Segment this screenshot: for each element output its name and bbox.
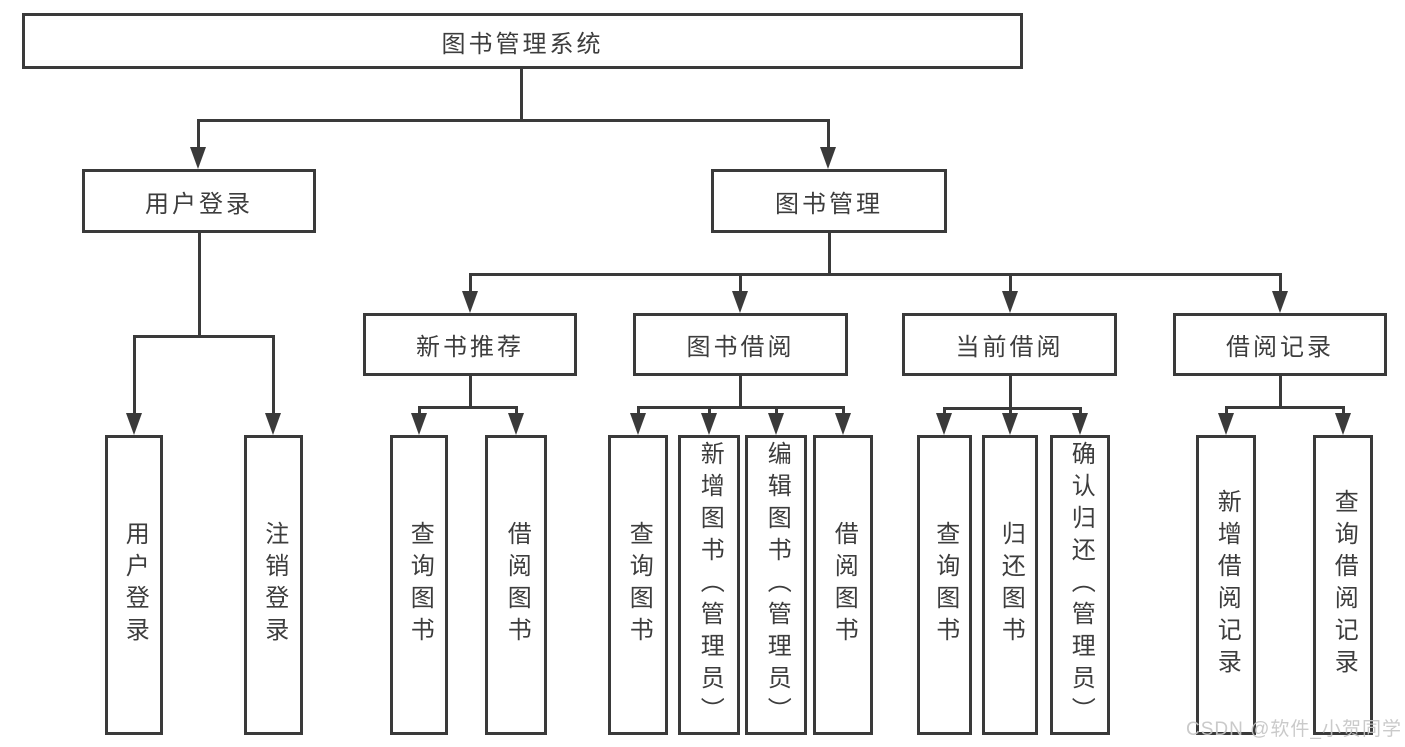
node-label: 图书借阅 <box>686 334 795 361</box>
arrow-shaft <box>469 273 472 291</box>
leaf-borrow-edit-books-admin: 编辑图书（管理员） <box>745 435 807 735</box>
arrowhead-icon <box>1218 413 1234 435</box>
arrow-shaft <box>418 406 421 415</box>
leaf-logout: 注销登录 <box>244 435 303 735</box>
connector-stem <box>469 376 472 409</box>
arrowhead-icon <box>1002 291 1018 313</box>
node-label: 图书管理 <box>775 190 883 218</box>
arrow-shaft <box>197 119 200 147</box>
node-new-book-recommendation: 新书推荐 <box>363 313 577 376</box>
connector-rail <box>943 407 1082 410</box>
connector-stem <box>828 233 831 276</box>
arrow-shaft <box>1342 406 1345 415</box>
node-label: 查询图书 <box>931 521 959 649</box>
leaf-records-query-borrow-record: 查询借阅记录 <box>1313 435 1373 735</box>
arrow-shaft <box>827 119 830 147</box>
arrowhead-icon <box>732 291 748 313</box>
arrowhead-icon <box>126 413 142 435</box>
node-current-borrowing: 当前借阅 <box>902 313 1117 376</box>
leaf-current-query-books: 查询图书 <box>917 435 972 735</box>
arrowhead-icon <box>1002 413 1018 435</box>
arrow-shaft <box>272 335 275 413</box>
arrow-shaft <box>1009 407 1012 415</box>
leaf-current-return-books: 归还图书 <box>982 435 1038 735</box>
leaf-records-add-borrow-record: 新增借阅记录 <box>1196 435 1256 735</box>
leaf-borrow-add-books-admin: 新增图书（管理员） <box>678 435 740 735</box>
connector-rail <box>469 273 1282 276</box>
arrowhead-icon <box>1335 413 1351 435</box>
arrow-shaft <box>515 406 518 415</box>
watermark: CSDN @软件_小贺同学 <box>1186 719 1402 740</box>
leaf-user-login: 用户登录 <box>105 435 163 735</box>
arrowhead-icon <box>265 413 281 435</box>
leaf-current-confirm-return-admin: 确认归还（管理员） <box>1050 435 1110 735</box>
node-label: 新书推荐 <box>416 334 524 361</box>
arrow-shaft <box>943 407 946 415</box>
node-user-login: 用户登录 <box>82 169 316 233</box>
arrowhead-icon <box>835 413 851 435</box>
arrow-shaft <box>1009 273 1012 291</box>
leaf-recommend-query-books: 查询图书 <box>390 435 448 735</box>
arrowhead-icon <box>820 147 836 169</box>
node-label: 归还图书 <box>997 521 1025 649</box>
node-label: 编辑图书（管理员） <box>763 441 791 729</box>
arrow-shaft <box>1225 406 1228 415</box>
node-book-borrowing: 图书借阅 <box>633 313 848 376</box>
arrowhead-icon <box>630 413 646 435</box>
arrowhead-icon <box>411 413 427 435</box>
node-label: 新增借阅记录 <box>1213 489 1241 681</box>
node-label: 注销登录 <box>260 521 288 649</box>
arrowhead-icon <box>190 147 206 169</box>
arrowhead-icon <box>508 413 524 435</box>
connector-rail <box>1225 406 1345 409</box>
connector-stem <box>739 376 742 409</box>
leaf-borrow-borrow-books: 借阅图书 <box>813 435 873 735</box>
arrow-shaft <box>637 406 640 415</box>
arrowhead-icon <box>1272 291 1288 313</box>
arrow-shaft <box>842 406 845 415</box>
arrowhead-icon <box>1072 413 1088 435</box>
node-label: 查询图书 <box>625 521 653 649</box>
arrow-shaft <box>133 335 136 413</box>
arrow-shaft <box>1079 407 1082 415</box>
node-book-management: 图书管理 <box>711 169 947 233</box>
connector-rail <box>637 406 845 409</box>
node-label: 当前借阅 <box>955 334 1064 361</box>
node-label: 用户登录 <box>121 521 149 649</box>
arrow-shaft <box>775 406 778 415</box>
connector-stem <box>198 233 201 338</box>
connector-stem <box>1009 376 1012 410</box>
connector-rail <box>133 335 275 338</box>
connector-stem <box>520 69 523 119</box>
node-root-book-management-system: 图书管理系统 <box>22 13 1023 69</box>
node-label: 借阅图书 <box>830 521 858 649</box>
node-borrowing-records: 借阅记录 <box>1173 313 1387 376</box>
node-label: 确认归还（管理员） <box>1067 441 1095 729</box>
node-label: 借阅记录 <box>1226 334 1334 361</box>
arrow-shaft <box>708 406 711 415</box>
arrowhead-icon <box>701 413 717 435</box>
node-label: 用户登录 <box>145 190 253 218</box>
arrowhead-icon <box>462 291 478 313</box>
leaf-recommend-borrow-books: 借阅图书 <box>485 435 547 735</box>
node-label: 图书管理系统 <box>441 30 604 58</box>
arrowhead-icon <box>936 413 952 435</box>
node-label: 查询借阅记录 <box>1330 489 1358 681</box>
arrow-shaft <box>1279 273 1282 291</box>
node-label: 新增图书（管理员） <box>696 441 724 729</box>
connector-stem <box>1279 376 1282 409</box>
arrowhead-icon <box>768 413 784 435</box>
node-label: 借阅图书 <box>503 521 531 649</box>
connector-rail <box>197 119 830 122</box>
leaf-borrow-query-books: 查询图书 <box>608 435 668 735</box>
node-label: 查询图书 <box>406 521 434 649</box>
connector-rail <box>418 406 518 409</box>
arrow-shaft <box>739 273 742 291</box>
